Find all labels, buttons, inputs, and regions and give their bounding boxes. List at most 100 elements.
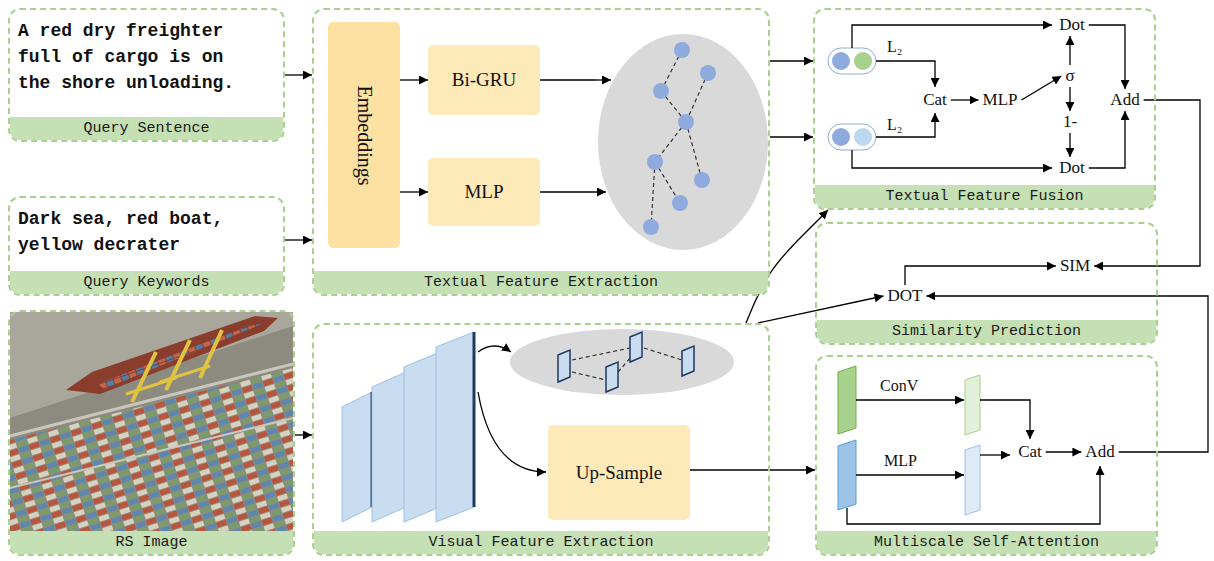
query-text: Dark sea, red boat, yellow decrater [18,206,253,258]
rs-image [10,312,293,534]
operator-node: Cat [1014,441,1046,463]
wire [980,454,1010,455]
graph-ground [598,34,768,250]
module-label: Bi-GRU [452,69,516,91]
graph-link [572,348,630,360]
graph-links [572,348,682,380]
feature-dot [854,52,872,70]
label-holder: ConV [880,377,918,395]
module-panel: SIM DOT Similarity Prediction [815,222,1158,345]
operator-node: MLP [979,89,1022,111]
connector [1069,133,1070,157]
graph-dot [674,42,690,58]
operator-node: Dot [1055,157,1089,179]
container-yard [10,368,293,534]
operator-label: SIM [1060,256,1090,276]
query-text: A red dry freighter full of cargo is on … [18,18,253,96]
arrow [596,79,611,80]
graph-dots [643,42,716,235]
operator-label: Add [1110,90,1139,110]
feature-pill [828,124,876,150]
wire [876,113,935,137]
operation-label: L₂ [887,38,902,55]
feature-map [436,332,474,522]
connector [951,99,979,100]
graph-link [686,73,708,122]
graph-dot [653,83,669,99]
crane [132,352,156,402]
wire [876,61,935,87]
attention-drawing [838,366,1100,524]
connector [1094,100,1200,266]
feature-map [838,440,856,510]
module-panel: Up-SampleVisual Feature Extraction [312,323,770,556]
arrow [478,346,511,352]
fusion-drawing [828,25,1052,168]
module-panel: CatAddMultiscale Self-Attention [815,355,1158,556]
module-label: Up-Sample [576,462,663,484]
connector [285,239,312,240]
operator-node: Cat [919,89,951,111]
connector [770,60,813,61]
feature-map [630,332,642,362]
operator-label: σ [1065,66,1074,86]
connector [905,266,1056,285]
image-ground [10,312,293,534]
connector [400,79,428,80]
connectors [285,25,1208,470]
road [10,364,293,436]
arrow [478,392,546,472]
operator-label: DOT [888,286,923,306]
graph-ground [510,329,734,395]
feature-map [838,366,856,434]
operator-node: Dot [1055,14,1089,36]
connector [1089,111,1125,168]
connector [1089,25,1125,89]
operator-label: Cat [1018,442,1042,462]
module-panel: A red dry freighter full of cargo is on … [8,8,285,142]
module-panel: Embeddings Bi-GRU MLP Textual Feature Extra… [312,8,770,296]
connector [1046,451,1082,452]
graph-dot [647,154,663,170]
panel-caption: Similarity Prediction [817,320,1156,343]
feature-map [372,372,406,522]
module-panel: RS Image [8,310,295,556]
operator-label: MLP [983,90,1018,110]
feature-stack [342,329,734,522]
operation-label: MLP [884,452,917,469]
operator-node: Add [1081,441,1118,463]
feature-map [404,352,440,522]
graph-link [644,348,682,360]
arrow [540,79,596,80]
panel-caption: Textual Feature Extraction [314,271,768,294]
feature-map [965,375,980,435]
wire [852,25,1052,48]
wire [847,466,1100,524]
module-panel: CatMLPσ1-DotDotAddTextual Feature Fusion [813,8,1156,210]
module-label: MLP [464,181,503,203]
wire [852,150,1052,168]
label-holder: L₂ [887,116,902,134]
feature-edge [473,332,476,507]
operator-node: Add [1106,89,1143,111]
feature-dot [854,128,872,146]
feature-dot [832,128,850,146]
module-box: Embeddings [328,22,400,248]
connector [1069,87,1070,111]
feature-map [965,445,980,515]
label-holder: MLP [884,452,917,470]
ship-hull [66,316,278,394]
label-holder: L₂ [887,38,902,56]
graph-dot [678,114,694,130]
module-box: MLP [428,158,540,226]
wire [856,474,964,475]
connector [295,434,312,435]
graph-dot [672,195,688,211]
graph-dot [694,172,710,188]
panel-caption: Query Keywords [10,271,283,294]
road [10,418,293,488]
module-panel: Dark sea, red boat, yellow decraterQuery… [8,196,285,296]
operator-label: Dot [1059,158,1085,178]
connector [1021,76,1061,100]
